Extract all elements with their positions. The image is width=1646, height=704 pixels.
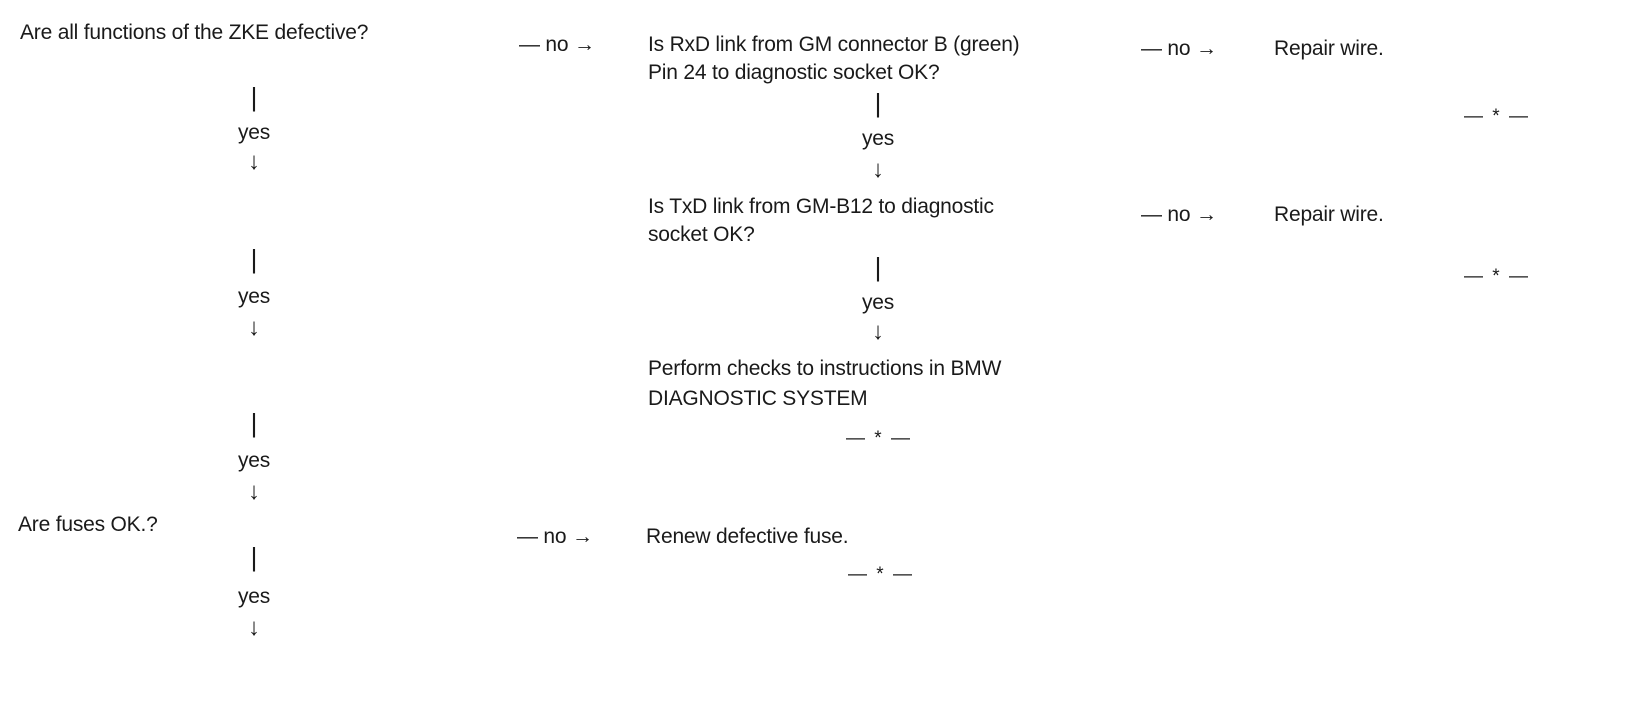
repair-wire-1: Repair wire.	[1274, 37, 1384, 60]
renew-defective-fuse: Renew defective fuse.	[646, 525, 849, 548]
flow-bar: |	[250, 244, 258, 274]
instruction-bmw-diagnostic-line1: Perform checks to instructions in BMW	[648, 357, 1002, 380]
end-mark: — * —	[1464, 106, 1530, 127]
no-connector: — no →	[1141, 203, 1217, 226]
flow-bar: |	[874, 88, 882, 118]
instruction-bmw-diagnostic-line2: DIAGNOSTIC SYSTEM	[648, 387, 868, 410]
flow-bar: |	[250, 408, 258, 438]
flow-bar: |	[874, 252, 882, 282]
end-mark: — * —	[846, 428, 912, 449]
repair-wire-2: Repair wire.	[1274, 203, 1384, 226]
yes-label: yes	[237, 585, 271, 608]
question-zke-defective: Are all functions of the ZKE defective?	[20, 21, 369, 44]
down-arrow-icon: ↓	[248, 314, 260, 341]
down-arrow-icon: ↓	[872, 318, 884, 345]
no-connector: — no →	[517, 525, 593, 548]
yes-label: yes	[861, 127, 895, 150]
question-txd-link-line2: socket OK?	[648, 223, 755, 246]
question-rxd-link-line2: Pin 24 to diagnostic socket OK?	[648, 61, 940, 84]
down-arrow-icon: ↓	[248, 478, 260, 505]
no-connector: — no →	[1141, 37, 1217, 60]
down-arrow-icon: ↓	[248, 148, 260, 175]
yes-label: yes	[237, 285, 271, 308]
question-fuses-ok: Are fuses OK.?	[18, 513, 158, 536]
question-txd-link-line1: Is TxD link from GM-B12 to diagnostic	[648, 195, 994, 218]
no-connector: — no →	[519, 33, 595, 56]
yes-label: yes	[237, 449, 271, 472]
down-arrow-icon: ↓	[248, 614, 260, 641]
yes-label: yes	[861, 291, 895, 314]
yes-label: yes	[237, 121, 271, 144]
flow-bar: |	[250, 542, 258, 572]
down-arrow-icon: ↓	[872, 156, 884, 183]
end-mark: — * —	[1464, 266, 1530, 287]
end-mark: — * —	[848, 564, 914, 585]
flow-bar: |	[250, 82, 258, 112]
question-rxd-link-line1: Is RxD link from GM connector B (green)	[648, 33, 1020, 56]
